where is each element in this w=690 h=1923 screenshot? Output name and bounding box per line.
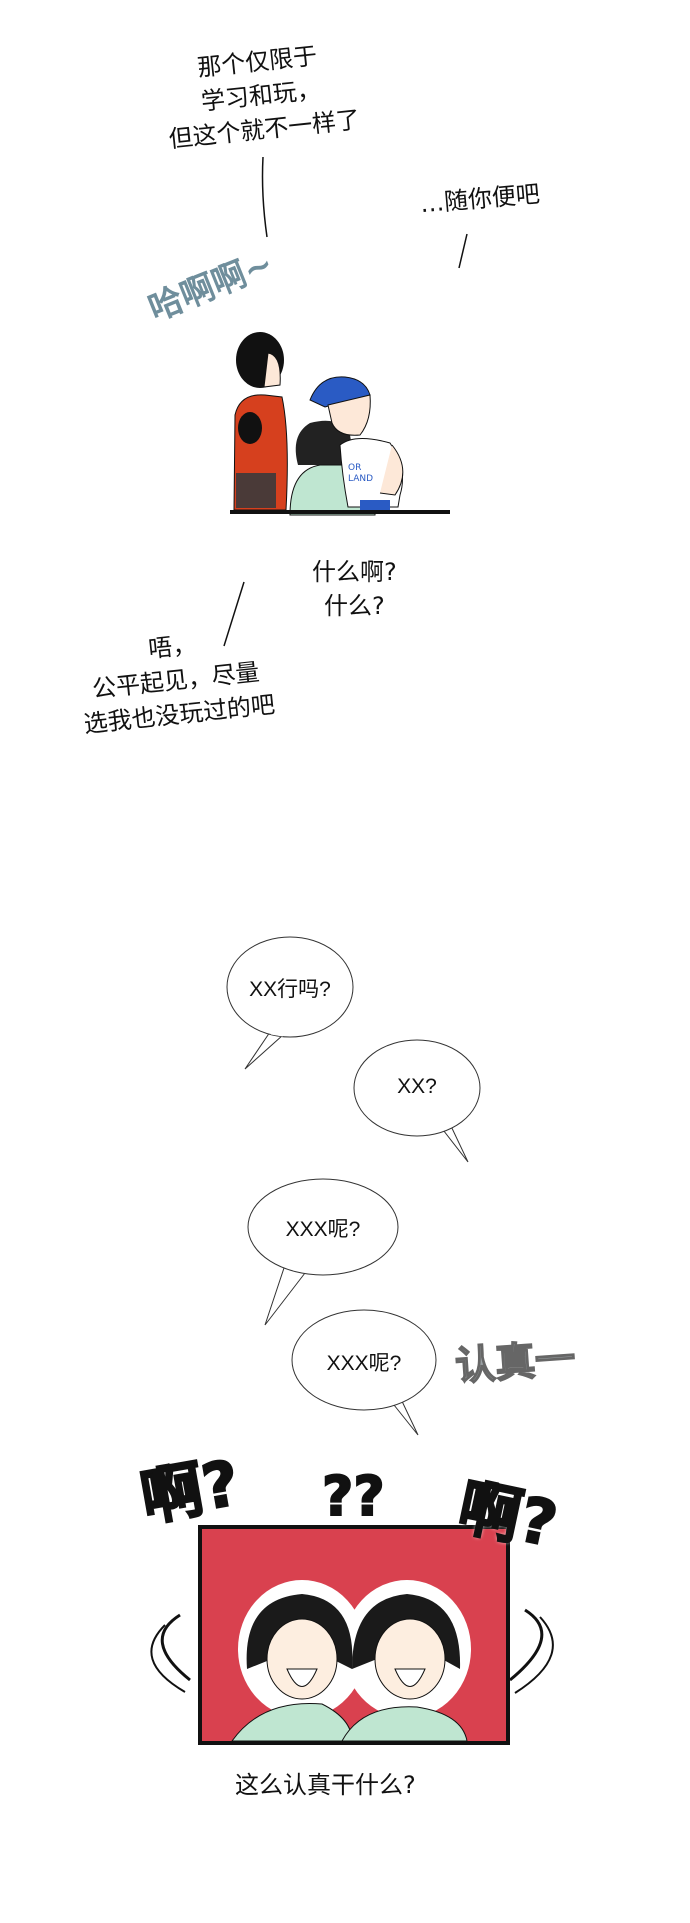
speech-bubble: XX行吗? [225,935,355,1085]
caption: 这么认真干什么? [235,1771,416,1799]
sfx-mid: ?? [321,1464,386,1529]
speech-text-question: 什么啊? 什么? [312,558,397,620]
speech-tail-line [261,156,268,238]
svg-text:LAND: LAND [348,474,373,484]
speech-tail-line [223,581,245,647]
shake-lines-right [509,1608,554,1694]
sfx-left: 啊? [134,1445,245,1536]
shake-lines-left [150,1613,191,1693]
svg-text:OR: OR [348,463,361,473]
speech-text-reply: 唔， 公平起见，尽量 选我也没玩过的吧 [82,630,277,739]
reaction-panel [198,1525,510,1745]
speech-bubble: XX? [350,1038,490,1168]
speech-text-top: 那个仅限于 学习和玩， 但这个就不一样了 [167,41,362,154]
characters-illustration: OR LAND [230,332,450,516]
speech-bubble: XXX呢? [245,1175,405,1330]
speech-text-right: …随你便吧 [419,179,541,219]
speech-bubble: XXX呢? [290,1305,450,1445]
twin-girls-illustration [231,1580,471,1741]
speech-tail-line [458,233,468,269]
sfx-serious: 认真一 [453,1335,577,1391]
